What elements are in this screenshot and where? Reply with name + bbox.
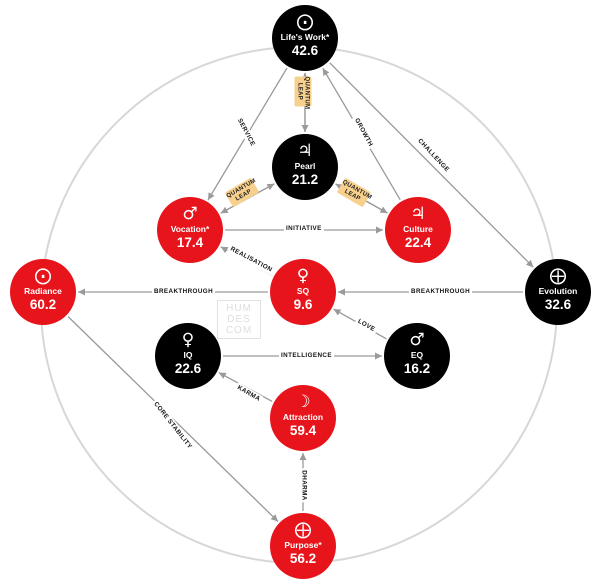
node-name: Culture (403, 224, 433, 234)
node-name: Pearl (294, 161, 316, 171)
mars-icon: ♂ (409, 330, 425, 350)
node-purpose[interactable]: ⨁ Purpose* 56.2 (270, 513, 336, 579)
earth-icon: ⨁ (294, 520, 312, 540)
node-name: IQ (183, 350, 193, 360)
edge-label-intelligence: INTELLIGENCE (279, 351, 334, 360)
sun-icon: ⨀ (34, 266, 52, 286)
node-culture[interactable]: ♃ Culture 22.4 (385, 197, 451, 263)
node-name: Evolution (538, 286, 578, 296)
edge-label-breakthrough-left: BREAKTHROUGH (152, 287, 216, 296)
node-name: Vocation* (170, 224, 210, 234)
node-value: 22.6 (174, 361, 202, 376)
node-value: 17.4 (176, 235, 204, 250)
node-value: 59.4 (289, 423, 317, 438)
watermark: HUM DES COM (217, 300, 261, 339)
node-name: Purpose* (284, 540, 322, 550)
node-vocation[interactable]: ♂ Vocation* 17.4 (157, 197, 223, 263)
node-radiance[interactable]: ⨀ Radiance 60.2 (10, 259, 76, 325)
earth-icon: ⨁ (549, 266, 567, 286)
edge-label-initiative: INITIATIVE (284, 224, 324, 233)
node-evolution[interactable]: ⨁ Evolution 32.6 (525, 259, 591, 325)
node-value: 60.2 (29, 297, 57, 312)
node-eq[interactable]: ♂ EQ 16.2 (384, 323, 450, 389)
edge-challenge (329, 62, 534, 268)
venus-icon: ♀ (181, 330, 195, 350)
node-value: 22.4 (404, 235, 432, 250)
jupiter-icon: ♃ (297, 141, 313, 161)
node-attraction[interactable]: ☽ Attraction 59.4 (270, 385, 336, 451)
venus-icon: ♀ (296, 266, 310, 286)
node-value: 42.6 (291, 43, 319, 58)
node-lifes-work[interactable]: ⨀ Life's Work* 42.6 (272, 5, 338, 71)
node-value: 21.2 (291, 172, 319, 187)
node-name: SQ (296, 286, 310, 296)
node-iq[interactable]: ♀ IQ 22.6 (155, 323, 221, 389)
node-value: 9.6 (293, 297, 313, 312)
node-pearl[interactable]: ♃ Pearl 21.2 (272, 134, 338, 200)
edge-label-breakthrough-right: BREAKTHROUGH (409, 287, 473, 296)
sun-icon: ⨀ (296, 12, 314, 32)
edge-label-dharma: DHARMA (299, 468, 309, 503)
mars-icon: ♂ (182, 204, 198, 224)
node-name: Life's Work* (280, 32, 330, 42)
node-name: Attraction (282, 412, 324, 422)
jupiter-icon: ♃ (410, 204, 426, 224)
node-name: EQ (410, 350, 424, 360)
node-name: Radiance (24, 286, 62, 296)
node-sq[interactable]: ♀ SQ 9.6 (270, 259, 336, 325)
node-value: 16.2 (403, 361, 431, 376)
node-value: 56.2 (289, 551, 317, 566)
moon-icon: ☽ (295, 392, 311, 412)
node-value: 32.6 (544, 297, 572, 312)
